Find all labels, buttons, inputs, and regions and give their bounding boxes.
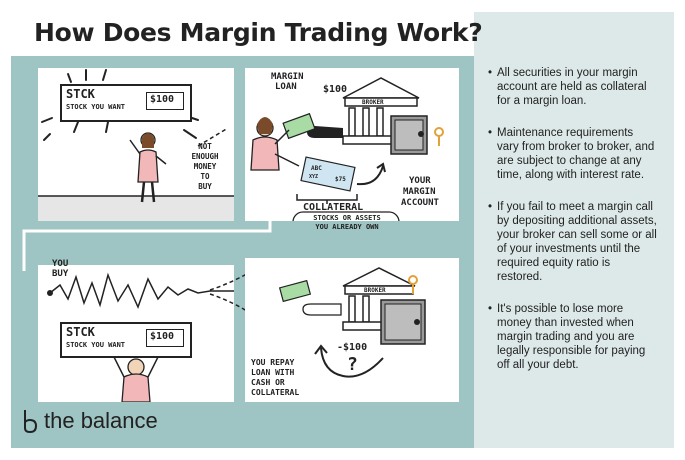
collateral-subtitle: STOCKS OR ASSETS YOU ALREADY OWN <box>313 214 381 231</box>
your-margin-account-1: YOUR <box>409 176 431 186</box>
bullet-list: All securities in your margin account ar… <box>488 66 658 390</box>
stock-subtitle-lifted: STOCK YOU WANT <box>66 341 126 349</box>
price-tag-lifted: $100 <box>146 329 184 347</box>
repay-line-3: CASH OR <box>251 378 285 387</box>
bullet-item: All securities in your margin account ar… <box>488 66 658 108</box>
margin-loan-label-1: MARGIN <box>271 72 304 82</box>
stock-sign-lifted: STCK STOCK YOU WANT $100 <box>60 322 192 358</box>
repay-line-4: COLLATERAL <box>251 388 300 397</box>
title-band <box>11 12 474 56</box>
loan-amount: $100 <box>323 84 348 95</box>
logo-text: the balance <box>44 408 158 433</box>
logo-icon <box>24 410 38 433</box>
stock-sign: STCK STOCK YOU WANT $100 <box>60 84 192 122</box>
panel2-illustration <box>250 77 444 221</box>
brand-logo: the balance <box>22 408 158 434</box>
margin-loan-label-2: LOAN <box>275 82 297 92</box>
stock-ticker: STCK <box>66 87 95 101</box>
stock-subtitle: STOCK YOU WANT <box>66 103 126 111</box>
you-buy-2: BUY <box>52 269 69 279</box>
page-title: How Does Margin Trading Work? <box>34 18 483 47</box>
cert-value: $75 <box>335 176 346 183</box>
not-enough-note: NOT ENOUGH MONEY TO BUY <box>191 142 219 191</box>
bullet-item: Maintenance requirements vary from broke… <box>488 126 658 182</box>
panel3-illustration <box>47 272 234 402</box>
panel-margin-loan: MARGIN LOAN $100 BROKER ABC XYZ $75 YOUR… <box>245 68 459 221</box>
panel1-illustration <box>38 69 234 221</box>
repay-line-1: YOU REPAY <box>251 358 295 367</box>
broker-sign-2: BROKER <box>364 287 386 294</box>
price-tag: $100 <box>146 92 184 110</box>
your-margin-account-3: ACCOUNT <box>401 198 439 208</box>
bullet-item: It's possible to lose more money than in… <box>488 302 658 372</box>
panel4-question-mark: ? <box>347 354 358 375</box>
minus-amount: -$100 <box>337 342 368 353</box>
broker-sign: BROKER <box>362 99 384 106</box>
collateral-title: COLLATERAL <box>303 202 364 213</box>
cert-abc: ABC <box>311 165 322 172</box>
you-buy-1: YOU <box>52 259 69 269</box>
price-value: $100 <box>150 94 175 105</box>
cert-xyz: XYZ <box>309 174 319 180</box>
stock-ticker-lifted: STCK <box>66 325 95 339</box>
price-value-lifted: $100 <box>150 331 175 342</box>
panel-repay: BROKER -$100 ? YOU REPAY LOAN WITH CASH … <box>245 258 459 402</box>
your-margin-account-2: MARGIN <box>403 187 436 197</box>
repay-line-2: LOAN WITH <box>251 368 295 377</box>
panel4-illustration <box>278 267 426 378</box>
bullet-item: If you fail to meet a margin call by dep… <box>488 200 658 284</box>
